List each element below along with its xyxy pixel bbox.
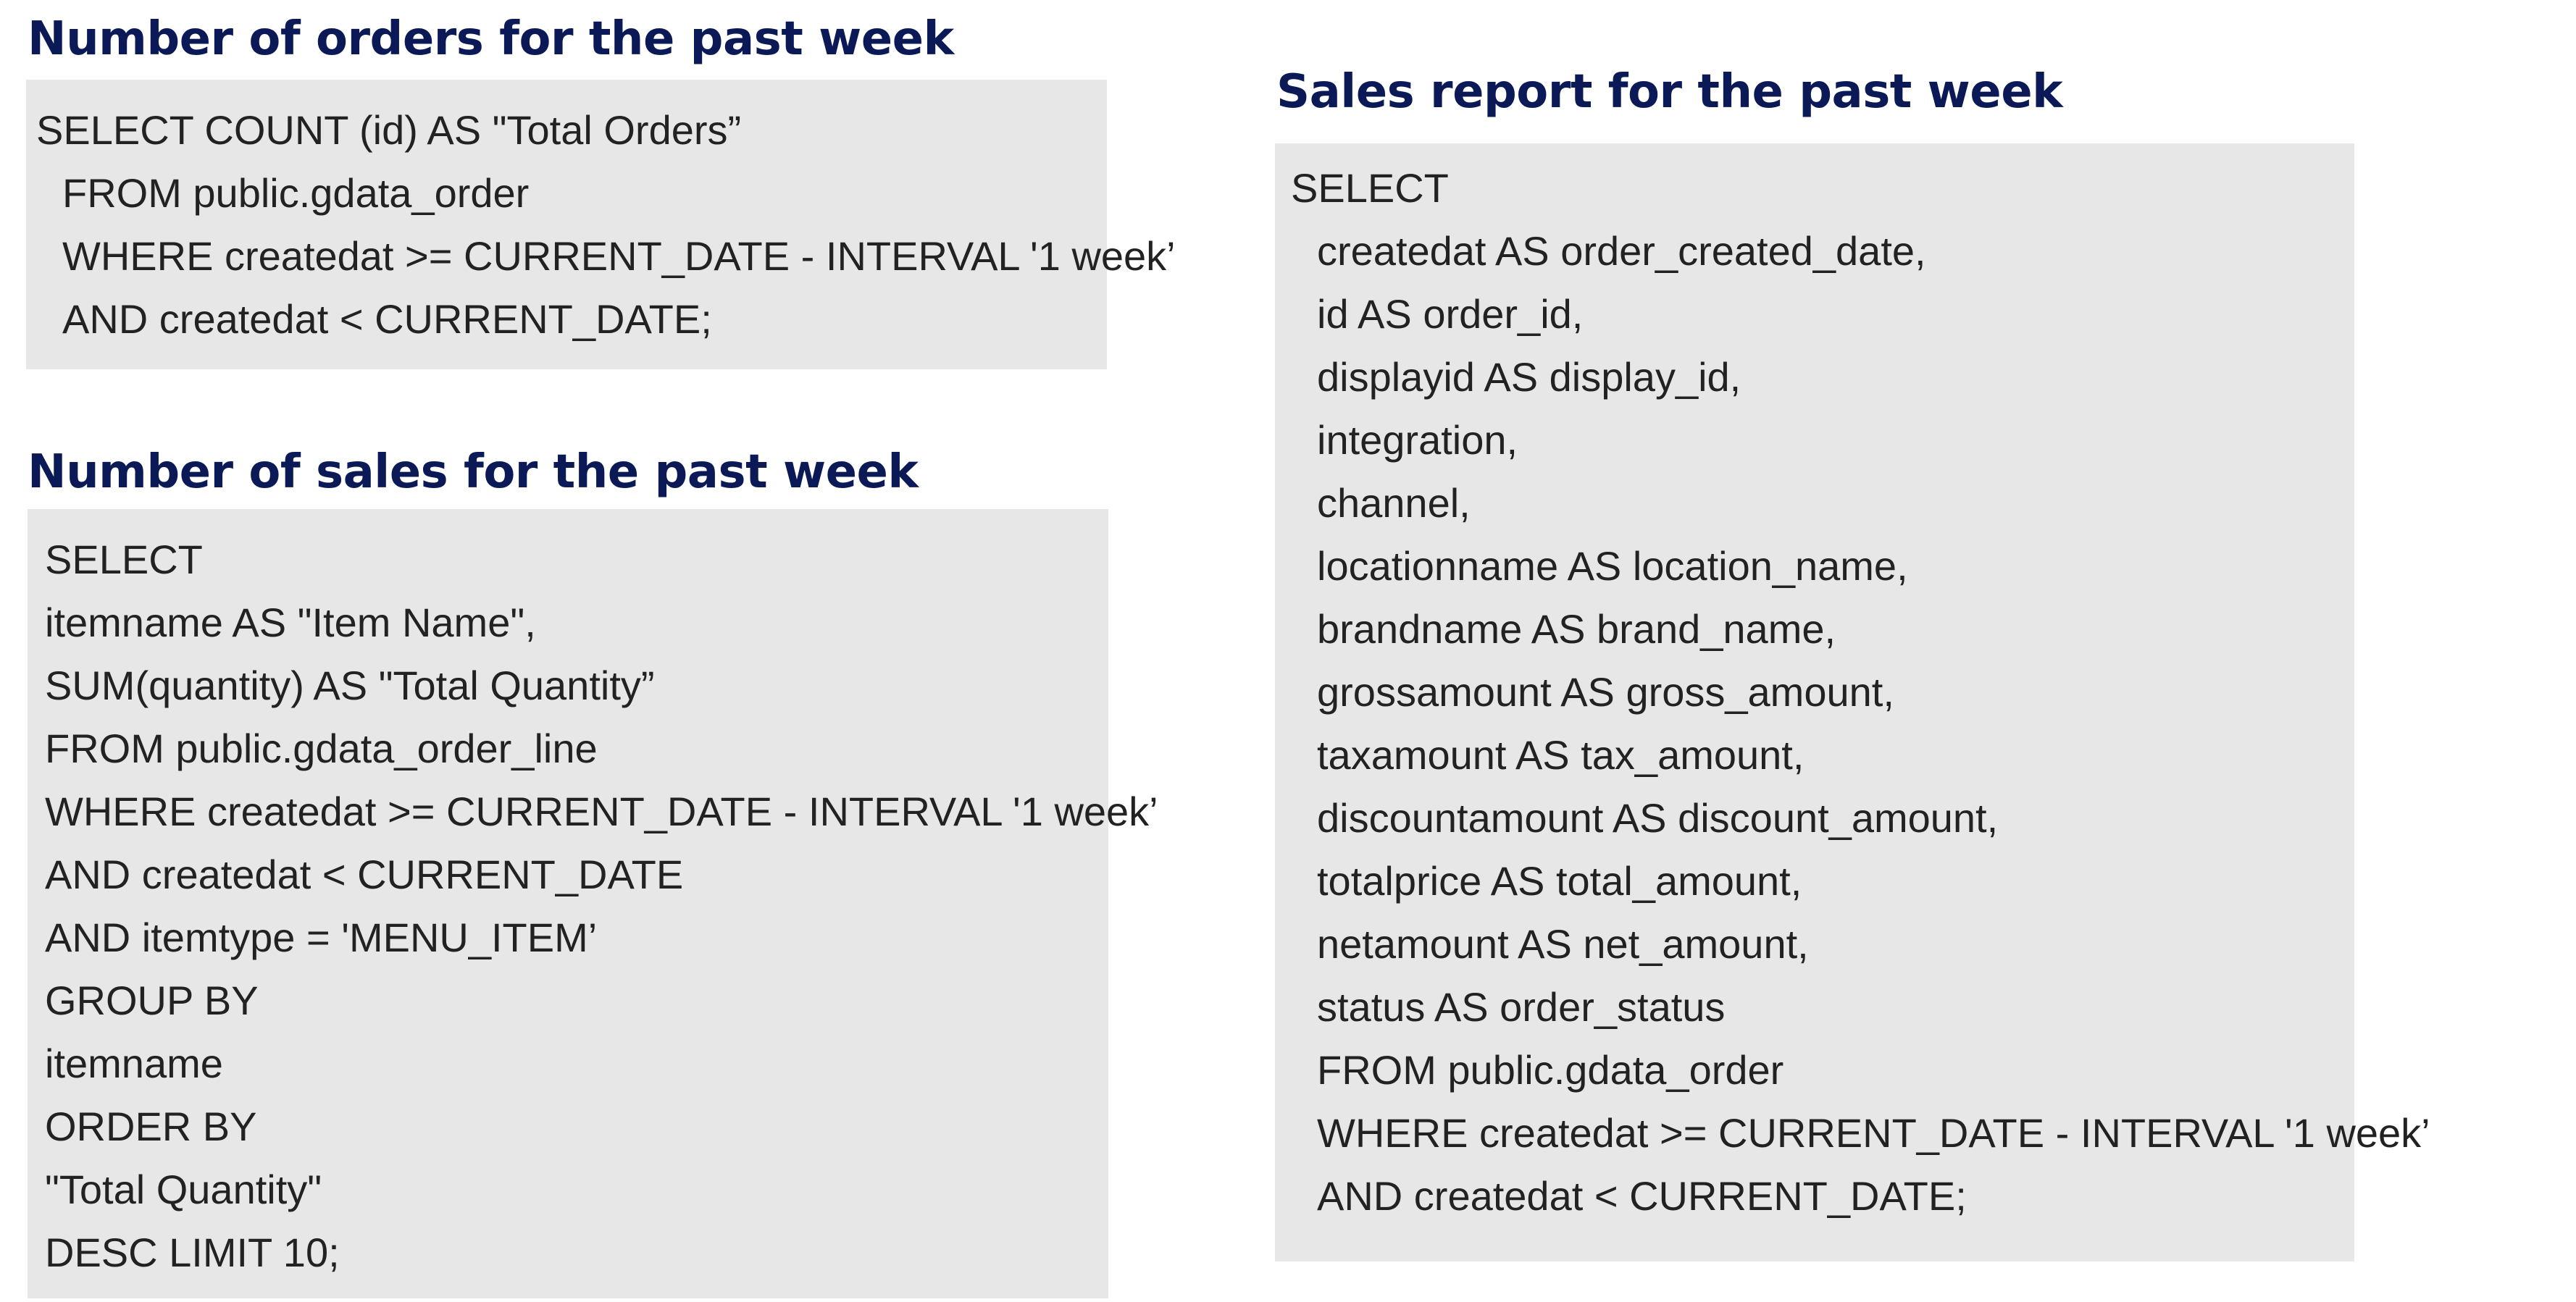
orders-query-line: WHERE createdat >= CURRENT_DATE - INTERV… <box>62 233 1176 279</box>
report-query-line: netamount AS net_amount, <box>1317 921 1809 967</box>
sales-query-line: "Total Quantity" <box>45 1167 322 1212</box>
orders-query-line: FROM public.gdata_order <box>62 170 530 216</box>
sales-query-line: itemname AS "Item Name", <box>45 600 536 645</box>
sales-query-line: WHERE createdat >= CURRENT_DATE - INTERV… <box>45 789 1158 834</box>
report-section-title: Sales report for the past week <box>1276 65 2063 119</box>
report-query-line: createdat AS order_created_date, <box>1317 228 1926 274</box>
report-query-line: status AS order_status <box>1317 984 1726 1030</box>
orders-query-line: AND createdat < CURRENT_DATE; <box>62 296 712 342</box>
sales-query-line: GROUP BY <box>45 978 259 1023</box>
report-query-line: locationname AS location_name, <box>1317 543 1908 589</box>
sales-query-line: SUM(quantity) AS "Total Quantity” <box>45 663 655 708</box>
sales-section-title: Number of sales for the past week <box>28 445 919 499</box>
report-query-line: displayid AS display_id, <box>1317 354 1741 400</box>
report-query-line: brandname AS brand_name, <box>1317 606 1836 652</box>
sales-query-line: itemname <box>45 1041 223 1086</box>
report-query-line: SELECT <box>1291 165 1449 211</box>
sales-query-line: SELECT <box>45 537 203 582</box>
report-query-line: AND createdat < CURRENT_DATE; <box>1317 1173 1967 1219</box>
report-query-box: SELECT createdat AS order_created_date, … <box>1275 143 2430 1261</box>
sales-query-line: AND createdat < CURRENT_DATE <box>45 852 684 897</box>
report-query-line: totalprice AS total_amount, <box>1317 858 1802 904</box>
orders-section-title: Number of orders for the past week <box>28 12 954 66</box>
sales-query-line: ORDER BY <box>45 1104 257 1149</box>
report-query-line: WHERE createdat >= CURRENT_DATE - INTERV… <box>1317 1110 2430 1156</box>
report-query-line: channel, <box>1317 480 1471 526</box>
report-query-line: FROM public.gdata_order <box>1317 1047 1784 1093</box>
orders-query-line: SELECT COUNT (id) AS "Total Orders” <box>36 107 742 153</box>
report-query-line: integration, <box>1317 417 1518 463</box>
sales-query-line: AND itemtype = 'MENU_ITEM’ <box>45 915 598 960</box>
sales-query-line: DESC LIMIT 10; <box>45 1230 340 1275</box>
orders-query-box: SELECT COUNT (id) AS "Total Orders” FROM… <box>26 80 1176 369</box>
report-query-line: discountamount AS discount_amount, <box>1317 795 1999 841</box>
report-query-line: grossamount AS gross_amount, <box>1317 669 1894 715</box>
report-query-line: id AS order_id, <box>1317 291 1584 337</box>
report-query-line: taxamount AS tax_amount, <box>1317 732 1805 778</box>
sales-query-line: FROM public.gdata_order_line <box>45 726 598 771</box>
sales-query-box: SELECT itemname AS "Item Name", SUM(quan… <box>28 509 1158 1298</box>
